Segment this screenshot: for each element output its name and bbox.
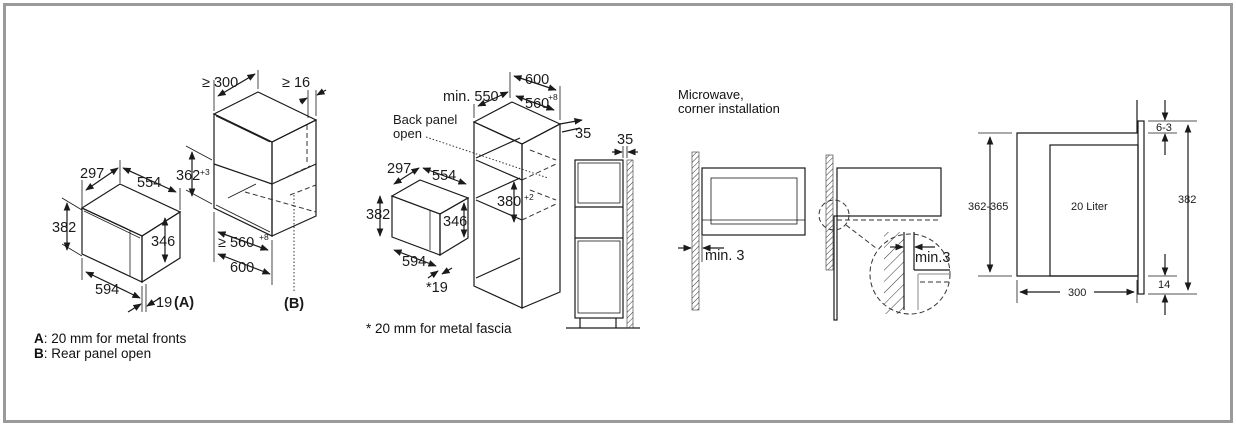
dim-niche-height-362: 362	[176, 168, 200, 184]
corner-gap-min-3: min. 3	[705, 248, 745, 264]
dim-projection-19: 19	[156, 295, 172, 311]
back-panel-label-1: Back panel	[393, 112, 457, 127]
dim2-height-382: 382	[366, 207, 390, 223]
dim-depth-300: 300	[1068, 287, 1086, 299]
note-a: A: 20 mm for metal fronts	[34, 331, 186, 346]
corner-installation-title: Microwave, corner installation	[678, 88, 780, 116]
dim-total-height-382: 382	[1178, 194, 1196, 206]
dim2-min-depth-550: min. 550	[443, 89, 499, 105]
dim2-projection-19: *19	[426, 280, 448, 296]
figure-1-wall-cabinet: 297 554 382 346 594 19 (A)	[52, 70, 327, 313]
dim2-niche-height-tol: +2	[524, 192, 534, 202]
wall-hatch-2	[825, 154, 834, 271]
dim-cabinet-600: 600	[230, 260, 254, 276]
diagram-frame	[3, 3, 1233, 423]
dim2-niche-height-380: 380	[497, 194, 521, 210]
tall-cabinet-side-view	[566, 159, 640, 329]
dim-top-offset-6-3: 6-3	[1156, 122, 1172, 134]
footnote-metal-fascia: * 20 mm for metal fascia	[366, 321, 512, 336]
dim2-front-594: 594	[402, 254, 426, 270]
legend-notes: A: 20 mm for metal fronts B: Rear panel …	[34, 331, 186, 361]
dim2-cabinet-600: 600	[525, 72, 549, 88]
dim-niche-width-560: ≥ 560	[218, 235, 254, 251]
dim2-niche-width-tol: +8	[548, 92, 558, 102]
dim-niche-height-tol: +3	[200, 167, 210, 177]
corner-title-line-2: corner installation	[678, 101, 780, 116]
dim2-niche-width-560: 560	[525, 96, 549, 112]
dim2-rear-gap-35: 35	[575, 126, 591, 142]
dim-depth-297: 297	[80, 166, 104, 182]
corner-title-line-1: Microwave,	[678, 87, 744, 102]
dim-min-depth-300: ≥ 300	[202, 75, 238, 91]
corner-detail-gap-min-3: min.3	[915, 250, 950, 266]
dim-front-594: 594	[95, 282, 119, 298]
dim-height-382: 382	[52, 220, 76, 236]
note-a-key: A	[34, 331, 44, 346]
figure-4-side-section: 20 Liter 362-365 300 6-3 14 382	[968, 100, 1197, 315]
note-b-key: B	[34, 346, 44, 361]
figure-2-tall-cabinet: 297 554 382 346 594 *19 Back panel	[366, 72, 640, 329]
dim2-inner-346: 346	[443, 214, 467, 230]
ref-a: (A)	[174, 295, 194, 311]
tall-cabinet	[425, 101, 562, 309]
dim-rear-gap-16: ≥ 16	[282, 75, 310, 91]
dim-niche-362-365: 362-365	[968, 201, 1008, 213]
microwave-front-view	[701, 167, 806, 236]
dim2-side-gap-35: 35	[617, 132, 633, 148]
note-a-text: : 20 mm for metal fronts	[43, 331, 187, 346]
dim-bottom-offset-14: 14	[1158, 279, 1170, 291]
wall-hatch-1	[691, 151, 700, 311]
note-b: B: Rear panel open	[34, 346, 186, 361]
dim2-width-554: 554	[432, 168, 456, 184]
dim-width-554: 554	[137, 175, 161, 191]
dim2-depth-297: 297	[387, 161, 411, 177]
microwave-box-2	[390, 179, 470, 257]
back-panel-label-2: open	[393, 126, 422, 141]
dim-niche-width-tol: +8	[259, 232, 269, 242]
figure-3-corner-installation: min. 3 min.3	[678, 151, 951, 321]
wall-cabinet	[212, 91, 318, 292]
note-b-text: : Rear panel open	[43, 346, 152, 361]
capacity-label: 20 Liter	[1071, 201, 1108, 213]
ref-b: (B)	[284, 296, 304, 312]
dim-inner-346: 346	[151, 234, 175, 250]
